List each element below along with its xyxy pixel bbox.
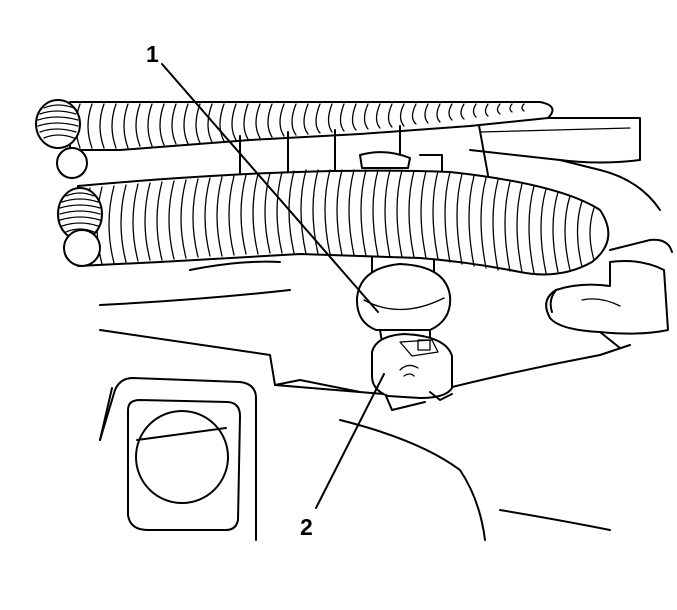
leader-line-1 [161, 63, 379, 313]
housing-with-plug [99, 377, 257, 541]
engine-panel [99, 260, 631, 541]
callout-leaders [161, 63, 385, 509]
callout-label-2: 2 [300, 514, 313, 540]
rear-wiring-harness [35, 99, 554, 179]
front-wiring-harness [57, 169, 610, 276]
round-plug [135, 410, 229, 504]
background-structure [419, 117, 673, 253]
leader-line-2 [315, 373, 385, 509]
fitting-1 [355, 263, 452, 331]
hand [545, 260, 669, 349]
callout-label-1: 1 [146, 41, 159, 67]
harness-brackets [239, 125, 443, 181]
